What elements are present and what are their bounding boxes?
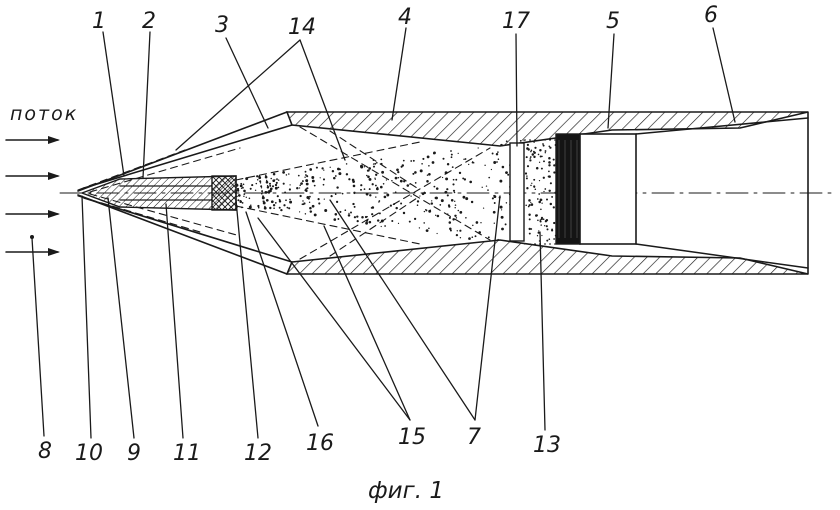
label-11: 11 — [173, 441, 201, 466]
label-2: 2 — [142, 9, 156, 34]
dark-block — [555, 133, 581, 245]
label-15: 15 — [398, 425, 426, 450]
leader-lines — [31, 27, 736, 439]
label-12: 12 — [244, 441, 272, 466]
label-7: 7 — [467, 425, 481, 450]
central-rod — [79, 175, 237, 211]
label-1: 1 — [92, 9, 106, 34]
label-17: 17 — [502, 9, 530, 34]
element-17 — [509, 142, 525, 242]
housing-upper-wall — [285, 111, 809, 147]
label-10: 10 — [75, 441, 103, 466]
element-5-block — [579, 133, 637, 245]
label-4: 4 — [398, 5, 412, 30]
label-14: 14 — [288, 15, 316, 40]
label-9: 9 — [127, 441, 141, 466]
label-16: 16 — [306, 431, 334, 456]
exit-nozzle — [635, 117, 809, 269]
label-8: 8 — [38, 439, 52, 464]
shock-lines — [77, 126, 491, 260]
flow-arrows — [5, 136, 60, 256]
part-labels: 1 2 3 14 4 17 5 6 8 10 9 11 12 16 15 7 1… — [10, 3, 718, 504]
label-6: 6 — [704, 3, 718, 28]
label-13: 13 — [533, 433, 561, 458]
flow-label: поток — [10, 103, 78, 125]
particle-cloud — [234, 139, 557, 242]
label-3: 3 — [215, 13, 229, 38]
figure-caption: фиг. 1 — [368, 478, 444, 504]
label-5: 5 — [606, 9, 620, 34]
